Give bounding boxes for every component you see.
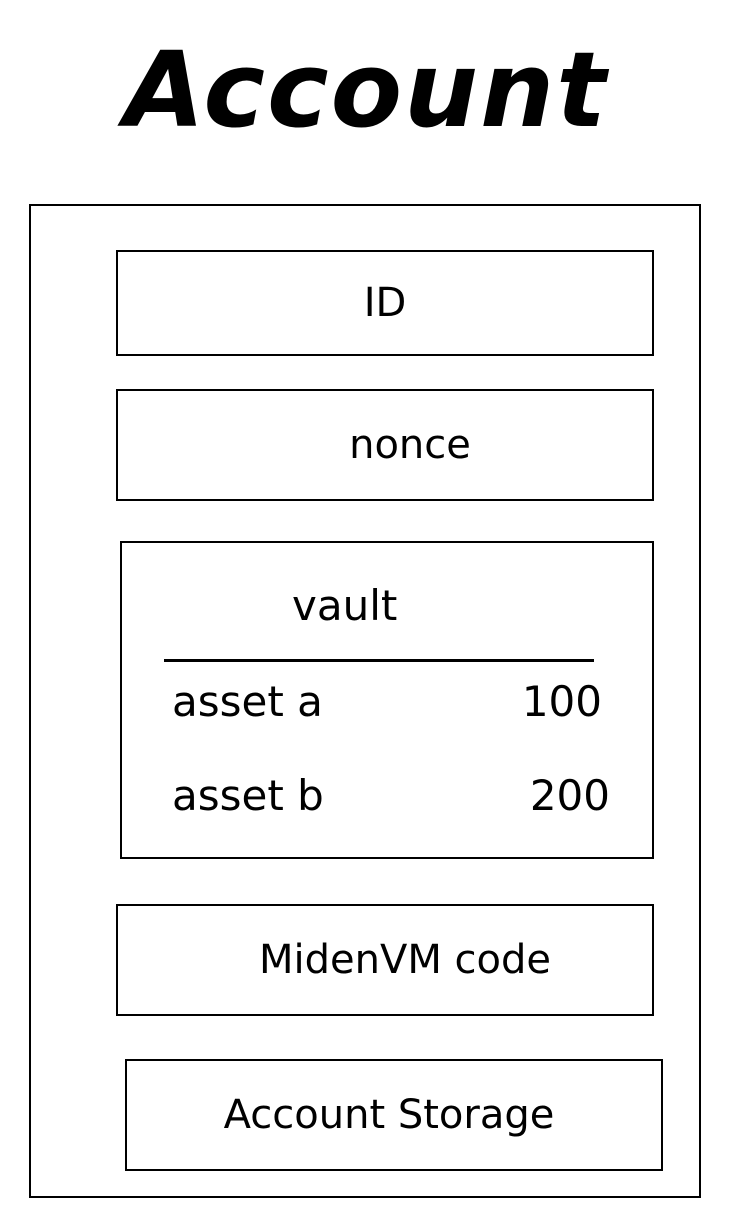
code-label: MidenVM code (258, 937, 552, 983)
storage-field-box: Account Storage (125, 1059, 663, 1171)
vault-title: vault (292, 581, 398, 630)
nonce-label: nonce (349, 422, 471, 468)
code-field-box: MidenVM code (116, 904, 654, 1016)
vault-box: vault asset a 100 asset b 200 (120, 541, 654, 859)
nonce-field-box: nonce (116, 389, 654, 501)
asset-amount: 200 (529, 771, 610, 820)
asset-amount: 100 (521, 677, 602, 726)
id-field-box: ID (116, 250, 654, 356)
storage-label: Account Storage (223, 1092, 555, 1138)
account-frame (29, 204, 701, 1198)
vault-asset-row: asset b 200 (172, 771, 610, 820)
asset-name: asset b (172, 771, 324, 820)
vault-divider (164, 659, 594, 662)
id-label: ID (363, 280, 407, 326)
asset-name: asset a (172, 677, 323, 726)
vault-asset-row: asset a 100 (172, 677, 602, 726)
diagram-title: Account (124, 29, 608, 151)
